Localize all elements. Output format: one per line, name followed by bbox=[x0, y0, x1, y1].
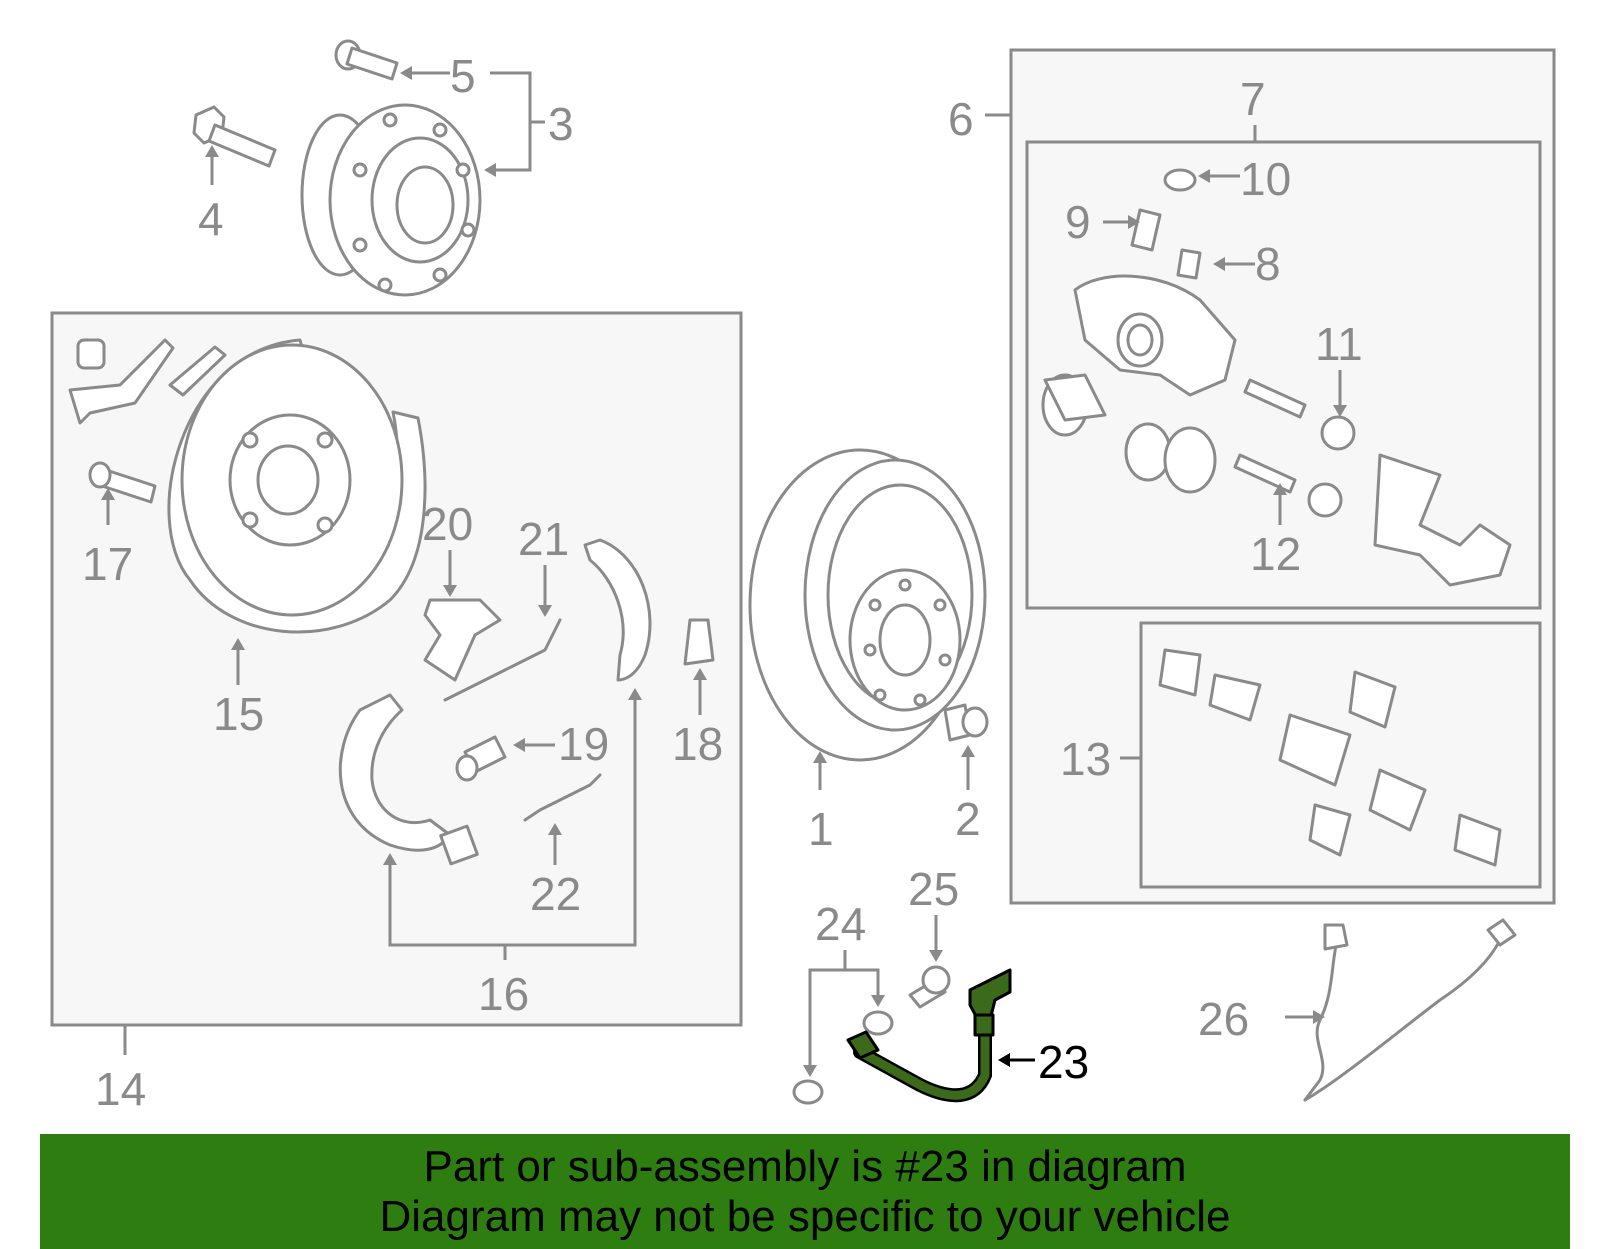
brake-pad-part-b bbox=[1208, 673, 1262, 722]
guide-pin-boot-part-9 bbox=[1130, 208, 1162, 252]
leader-lines bbox=[101, 66, 1347, 1077]
label-9: 9 bbox=[1065, 196, 1091, 248]
label-8: 8 bbox=[1255, 238, 1281, 290]
label-6: 6 bbox=[948, 93, 974, 145]
clip-part-20 bbox=[423, 598, 502, 682]
guide-pin-boot-part-8 bbox=[1176, 248, 1202, 280]
label-24: 24 bbox=[815, 898, 866, 950]
brake-pad-part-d bbox=[1368, 768, 1427, 832]
banjo-bolt-part-25 bbox=[908, 965, 951, 1009]
banner-line-1: Part or sub-assembly is #23 in diagram bbox=[423, 1141, 1187, 1191]
label-17: 17 bbox=[82, 538, 133, 590]
label-7: 7 bbox=[1240, 73, 1266, 125]
label-21: 21 bbox=[518, 513, 569, 565]
label-22: 22 bbox=[530, 868, 581, 920]
brake-pad-part-c bbox=[1278, 713, 1352, 787]
caliper-bracket-part bbox=[1373, 453, 1512, 587]
wheel-stud-part bbox=[334, 39, 399, 81]
label-23-highlighted: 23 bbox=[1038, 1036, 1089, 1088]
label-1: 1 bbox=[808, 803, 834, 855]
piston-part bbox=[1041, 373, 1107, 437]
brake-hose-part-23-highlighted bbox=[846, 968, 1012, 1103]
bushing-part-11 bbox=[1320, 415, 1356, 451]
bushing-part-lower bbox=[1307, 482, 1343, 518]
hub-bolt-part bbox=[192, 105, 277, 168]
brake-pad-part-a bbox=[1158, 648, 1202, 697]
label-2: 2 bbox=[955, 793, 981, 845]
abs-sensor-wire-part-26 bbox=[1303, 918, 1517, 1102]
cap-part-18 bbox=[683, 618, 715, 666]
piston-boot-part bbox=[1163, 426, 1217, 494]
label-13: 13 bbox=[1060, 733, 1111, 785]
label-16: 16 bbox=[478, 968, 529, 1020]
adjuster-part-19 bbox=[455, 735, 507, 782]
shoe-lining-part bbox=[439, 824, 479, 866]
label-26: 26 bbox=[1198, 993, 1249, 1045]
caliper-housing-part bbox=[1073, 274, 1237, 397]
highlight-notice-banner: Part or sub-assembly is #23 in diagram D… bbox=[40, 1134, 1570, 1249]
label-4: 4 bbox=[198, 193, 224, 245]
label-25: 25 bbox=[908, 863, 959, 915]
brake-pad-part-e bbox=[1453, 813, 1502, 867]
label-5: 5 bbox=[450, 50, 476, 102]
washer-part-24a bbox=[862, 1010, 894, 1036]
guide-pin-part-lower bbox=[1233, 453, 1297, 494]
rotor-screw-part bbox=[943, 703, 989, 742]
label-14: 14 bbox=[95, 1063, 146, 1115]
label-18: 18 bbox=[672, 718, 723, 770]
spring-part-22 bbox=[523, 773, 602, 822]
shim-part-b bbox=[1308, 803, 1352, 857]
backing-plate-part bbox=[167, 338, 427, 634]
banner-line-2: Diagram may not be specific to your vehi… bbox=[379, 1191, 1231, 1241]
brake-hardware-parts bbox=[68, 338, 227, 504]
washer-part-24b bbox=[792, 1079, 824, 1105]
brake-rotor-part bbox=[748, 448, 987, 762]
label-11: 11 bbox=[1315, 318, 1363, 370]
label-10: 10 bbox=[1240, 153, 1291, 205]
spring-part-21 bbox=[443, 618, 562, 702]
piston-seal-part bbox=[1124, 422, 1172, 482]
box-7-caliper-sub-assembly bbox=[1025, 140, 1542, 610]
label-19: 19 bbox=[558, 718, 609, 770]
label-12: 12 bbox=[1250, 528, 1301, 580]
shim-part-a bbox=[1348, 670, 1397, 729]
dust-cap-part-10 bbox=[1163, 168, 1197, 192]
hub-bearing-part bbox=[300, 103, 482, 297]
label-15: 15 bbox=[213, 688, 264, 740]
label-20: 20 bbox=[422, 498, 473, 550]
guide-pin-part-upper bbox=[1243, 378, 1307, 419]
label-3: 3 bbox=[548, 98, 574, 150]
brake-shoe-part-16b bbox=[583, 538, 652, 682]
